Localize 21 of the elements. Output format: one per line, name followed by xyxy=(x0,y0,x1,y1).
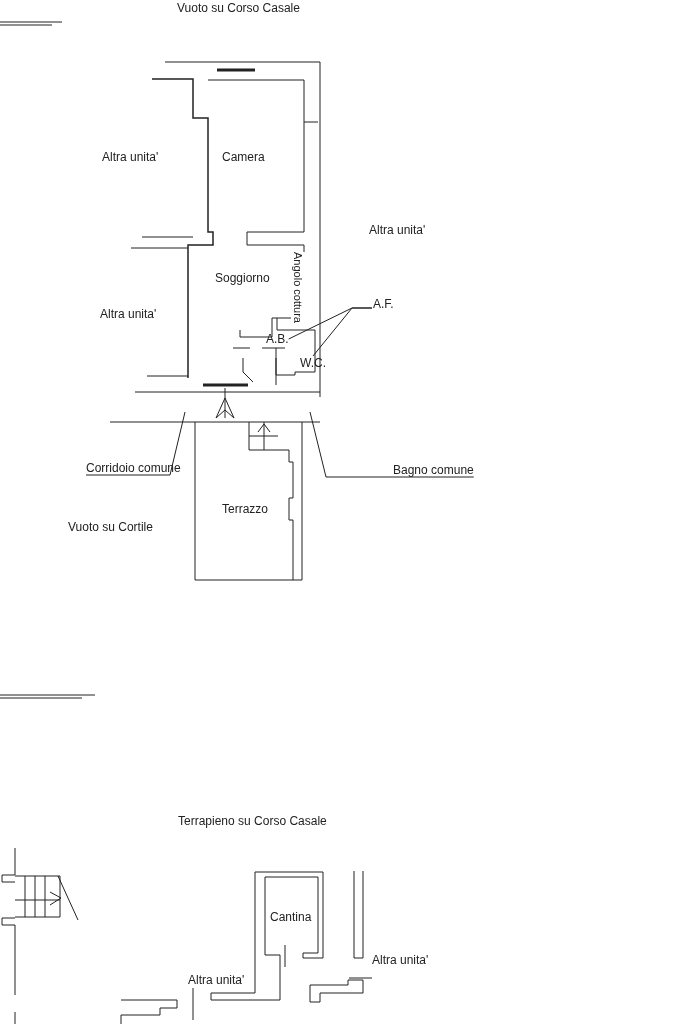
room-name: W.C. xyxy=(300,356,326,370)
area-label: Vuoto su Cortile xyxy=(68,520,153,534)
room-name: Cantina xyxy=(270,910,312,924)
leader-line xyxy=(85,411,186,476)
leader-line xyxy=(312,307,373,357)
area-label: Altra unita' xyxy=(188,973,245,987)
leader-line xyxy=(309,411,475,478)
area-label: Altra unita' xyxy=(372,953,429,967)
room-name: Soggiorno xyxy=(215,271,270,285)
annotation-label: A.F. xyxy=(373,297,394,311)
area-label: Altra unita' xyxy=(102,150,159,164)
room-name: Terrazzo xyxy=(222,502,268,516)
room-name: Angolo cottura xyxy=(291,252,305,323)
area-label: Terrapieno su Corso Casale xyxy=(178,814,327,828)
room-name: Camera xyxy=(222,150,265,164)
area-label: Corridoio comune xyxy=(86,461,181,475)
area-label: Bagno comune xyxy=(393,463,474,477)
area-label: Altra unita' xyxy=(100,307,157,321)
area-label: Altra unita' xyxy=(369,223,426,237)
area-label: Vuoto su Corso Casale xyxy=(177,1,300,15)
room-name: A.B. xyxy=(266,332,289,346)
